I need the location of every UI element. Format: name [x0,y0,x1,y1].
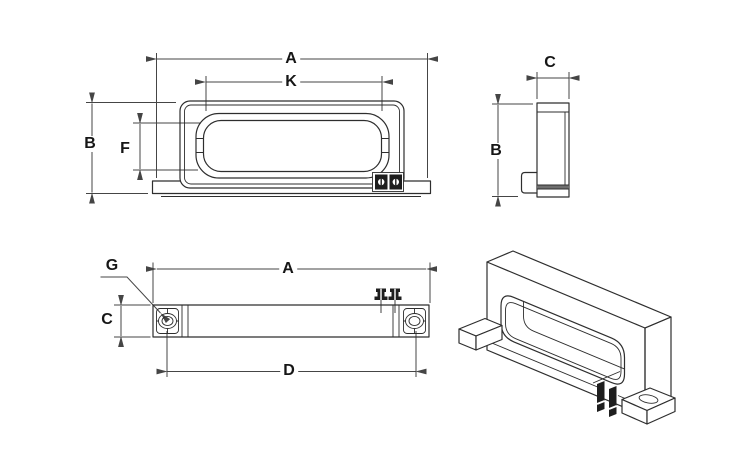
dim-label-front-overall-width: A [282,51,300,67]
hole-callout-leader [100,276,171,324]
isometric-view-drawing [458,250,676,425]
front-view-drawing [86,53,438,204]
bottom-view-dimensions [100,262,437,377]
dim-label-front-overall-height: B [81,136,99,152]
side-view-drawing [492,72,580,207]
side-view-part [520,102,570,198]
right-mounting-hole [403,308,426,334]
mounting-base [151,180,432,195]
iso-window-tube [523,295,625,373]
dim-label-bottom-hole-spacing: D [280,363,298,379]
window-outer-rim [195,112,390,179]
terminal-block [372,172,404,192]
iso-right-foot [621,387,676,425]
left-mounting-hole [156,308,179,334]
iso-foot-hole [638,394,659,404]
dim-label-bottom-hole-callout: G [102,258,122,274]
dim-label-bottom-depth: C [98,312,116,328]
iso-top-face [486,250,672,329]
dim-label-bottom-overall-length: A [279,261,297,277]
bottom-view-drawing [100,262,437,377]
dim-label-side-width: C [541,55,559,71]
bottom-body [152,304,430,338]
dim-label-front-window-width: K [282,74,300,90]
dim-label-front-window-height: F [117,141,133,157]
iso-terminal-studs [592,371,621,417]
iso-window-outer [500,295,626,385]
iso-window-inner-rim [505,302,622,380]
side-view-dimensions [492,72,580,207]
dim-label-side-overall-height: B [487,143,505,159]
window-opening [202,119,383,173]
iso-left-foot [458,317,503,351]
frame-outer-shell [179,100,405,189]
front-view-part [151,100,432,197]
iso-front-face [486,261,646,417]
terminal-screws [374,288,402,313]
side-body [536,102,570,198]
bottom-view-part [152,288,430,338]
side-foot [520,171,538,194]
